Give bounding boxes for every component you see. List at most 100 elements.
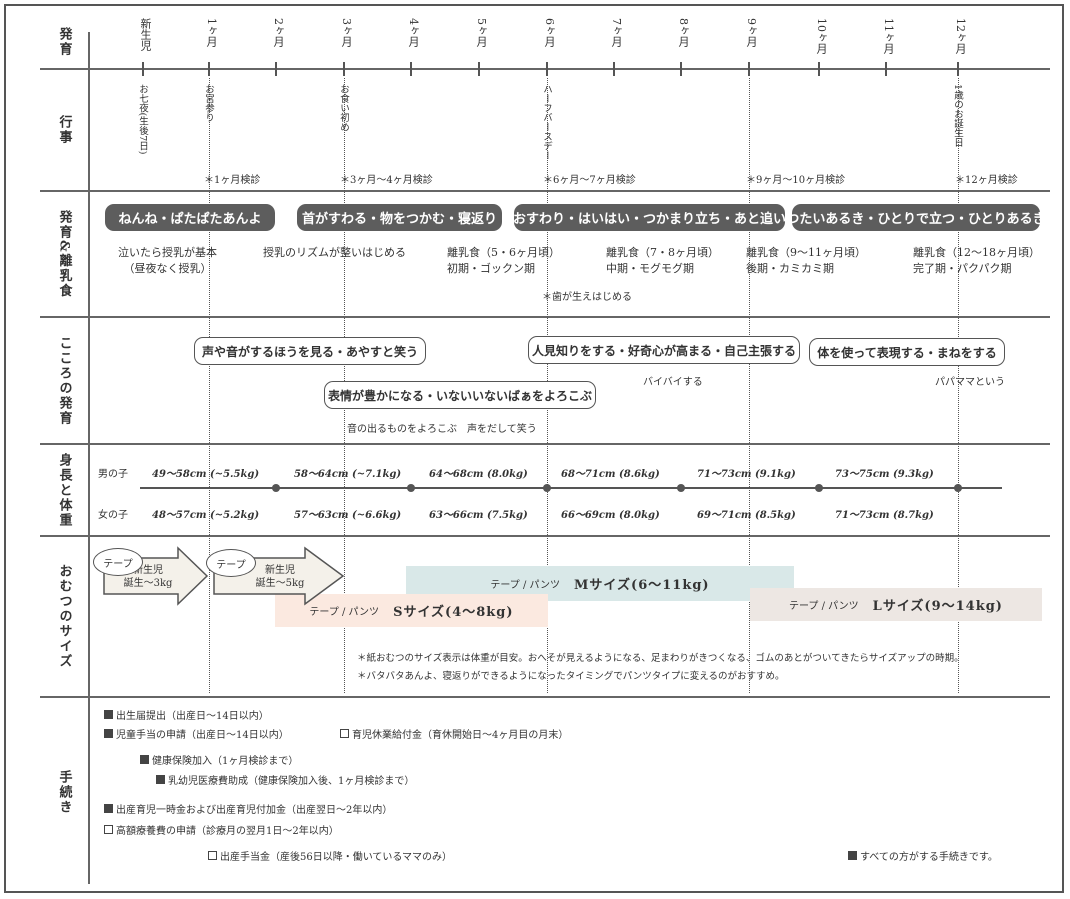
boy-size-value: 71〜73cm (9.1kg) [697,469,796,480]
month-tick [546,62,548,76]
mind-small-note: 音の出るものをよろこぶ 声をだして笑う [347,424,537,435]
mind-bubble: 体を使って表現する・まねをする [809,338,1005,366]
procedure-item: 高額療養費の申請（診療月の翌月1日〜2年以内） [104,822,339,837]
development-stage-pill: おすわり・はいはい・つかまり立ち・あと追い [513,204,786,231]
month-label: 12ヶ月 [954,18,967,54]
event-label: ハーフバースデー [541,84,552,160]
feeding-note: 離乳食（12〜18ヶ月頃）完了期・パクパク期 [913,246,1040,275]
girl-size-value: 57〜63cm (~6.6kg) [294,510,402,521]
girl-size-value: 71〜73cm (8.7kg) [835,510,934,521]
checkup-label: ＊6ヶ月〜7ヶ月検診 [543,175,636,186]
event-label: お七夜(生後7日) [137,84,148,155]
section-label-procedures: 手続き [56,770,72,815]
teeth-note: ＊歯が生えはじめる [542,292,632,303]
mind-small-note: パパママという [935,377,1005,388]
development-stage-pill: ねんね・ぱたぱたあんよ [105,204,275,231]
checkup-label: ＊9ヶ月〜10ヶ月検診 [746,175,846,186]
girl-size-value: 69〜71cm (8.5kg) [697,510,796,521]
diaper-note: ＊バタバタあんよ、寝返りができるようになったタイミングでパンツタイプに変えるのが… [357,671,785,682]
mind-bubble: 人見知りをする・好奇心が高まる・自己主張する [528,336,800,364]
boy-size-value: 68〜71cm (8.6kg) [561,469,660,480]
procedure-item: 健康保険加入（1ヶ月検診まで） [140,752,298,767]
month-label: 6ヶ月 [543,18,556,47]
month-tick [410,62,412,76]
diaper-arrow-text: 新生児誕生〜5kg [255,565,305,589]
timeline-dot [272,484,280,492]
month-tick [748,62,750,76]
boy-label: 男の子 [98,469,128,480]
month-tick [343,62,345,76]
checkup-label: ＊12ヶ月検診 [955,175,1018,186]
filled-square-icon [104,729,113,738]
development-stage-pill: 首がすわる・物をつかむ・寝返り [297,204,502,231]
procedure-item: 乳幼児医療費助成（健康保険加入後、1ヶ月検診まで） [156,772,414,787]
filled-square-icon [104,710,113,719]
girl-size-value: 66〜69cm (8.0kg) [561,510,660,521]
checkup-label: ＊3ヶ月〜4ヶ月検診 [340,175,433,186]
boy-size-value: 49〜58cm (~5.5kg) [152,469,260,480]
month-label: 8ヶ月 [677,18,690,47]
mind-small-note: バイバイする [643,377,703,388]
empty-square-icon [340,729,349,738]
month-guide-line [209,78,210,693]
mind-bubble: 声や音がするほうを見る・あやすと笑う [194,337,426,365]
timeline-dot [677,484,685,492]
procedure-item: 育児休業給付金（育休開始日〜4ヶ月目の月末） [340,726,568,741]
feeding-note: 泣いたら授乳が基本（昼夜なく授乳） [118,246,217,275]
timeline-dot [815,484,823,492]
month-guide-line [749,78,750,693]
month-tick [142,62,144,76]
tape-oval: テープ [93,548,143,576]
diaper-note: ＊紙おむつのサイズ表示は体重が目安。おへそが見えるようになる、足まわりがきつくな… [357,653,964,664]
filled-square-icon [848,851,857,860]
empty-square-icon [208,851,217,860]
timeline-dot [543,484,551,492]
month-tick [957,62,959,76]
filled-square-icon [104,804,113,813]
filled-square-icon [156,775,165,784]
event-label: お宮参り [203,84,214,122]
checkup-label: ＊1ヶ月検診 [204,175,261,186]
month-label: 4ヶ月 [407,18,420,47]
month-label: 7ヶ月 [610,18,623,47]
month-tick [818,62,820,76]
girl-size-value: 63〜66cm (7.5kg) [429,510,528,521]
event-label: お食い初め [338,84,349,132]
girl-size-value: 48〜57cm (~5.2kg) [152,510,260,521]
divider [40,535,1050,537]
divider [40,443,1050,445]
size-timeline [140,487,1002,489]
month-label: 2ヶ月 [272,18,285,47]
girl-label: 女の子 [98,510,128,521]
procedure-item: 出産手当金（産後56日以降・働いているママのみ） [208,848,452,863]
boy-size-value: 64〜68cm (8.0kg) [429,469,528,480]
month-label: 1ヶ月 [205,18,218,47]
month-guide-line [958,78,959,693]
month-label: 11ヶ月 [882,18,895,54]
procedure-item: 出産育児一時金および出産育児付加金（出産翌日〜2年以内） [104,801,392,816]
feeding-note: 離乳食（9〜11ヶ月頃）後期・カミカミ期 [746,246,866,275]
month-tick [885,62,887,76]
procedure-item: 出生届提出（出産日〜14日以内） [104,707,269,722]
month-tick [275,62,277,76]
month-tick [208,62,210,76]
month-label: 新生児 [139,18,152,51]
divider [40,696,1050,698]
event-label: 1歳のお誕生日 [952,84,963,148]
empty-square-icon [104,825,113,834]
feeding-note: 授乳のリズムが整いはじめる [263,246,406,259]
month-tick [680,62,682,76]
timeline-dot [954,484,962,492]
section-label-feeding: 発育&離乳食 [56,209,72,299]
month-label: 3ヶ月 [340,18,353,47]
procedure-item: 児童手当の申請（出産日〜14日以内） [104,726,289,741]
development-stage-pill: つたいあるき・ひとりで立つ・ひとりあるき [786,204,1046,231]
outer-frame [4,4,1064,893]
diaper-arrow-text: 新生児誕生〜3kg [123,565,173,589]
legend: すべての方がする手続きです。 [848,848,998,863]
month-tick [613,62,615,76]
